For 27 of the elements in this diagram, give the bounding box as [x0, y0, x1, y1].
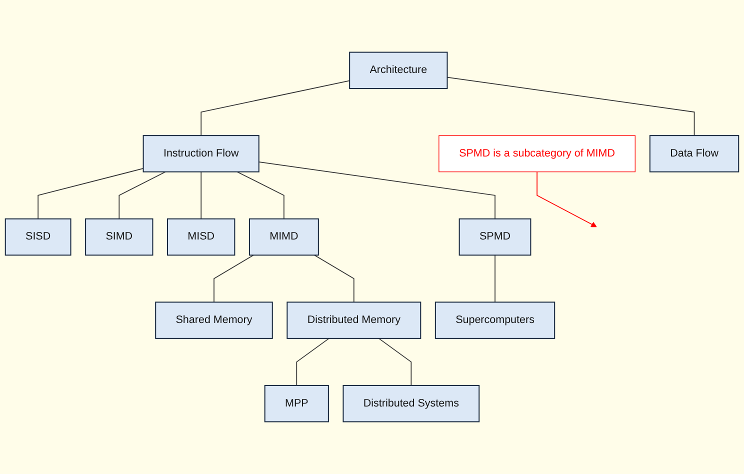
connector [378, 338, 412, 386]
connector [200, 171, 202, 220]
connector [118, 171, 166, 220]
connector [314, 254, 354, 303]
node-box: Shared Memory [155, 302, 273, 339]
node-box: SISD [4, 218, 72, 256]
node-box: MPP [264, 384, 329, 422]
node-box: Architecture [349, 52, 448, 90]
connector [214, 254, 254, 303]
node-box: MISD [167, 218, 236, 256]
node-box: Distributed Systems [342, 384, 480, 422]
node-box: Supercomputers [434, 302, 556, 339]
node-box: MIMD [248, 218, 319, 256]
node-box: Data Flow [649, 135, 740, 172]
connector [494, 254, 496, 303]
connector [446, 76, 695, 136]
connector [236, 171, 284, 220]
connector [38, 168, 144, 220]
node-box: SPMD is a subcategory of MIMD [438, 135, 636, 172]
arrow [536, 171, 597, 228]
node-box: SIMD [85, 218, 154, 256]
node-box: Distributed Memory [286, 302, 422, 339]
node-box: SPMD [458, 218, 532, 256]
connector [258, 161, 496, 220]
connector [296, 338, 330, 386]
node-box: Instruction Flow [142, 135, 260, 172]
connector [200, 80, 350, 136]
